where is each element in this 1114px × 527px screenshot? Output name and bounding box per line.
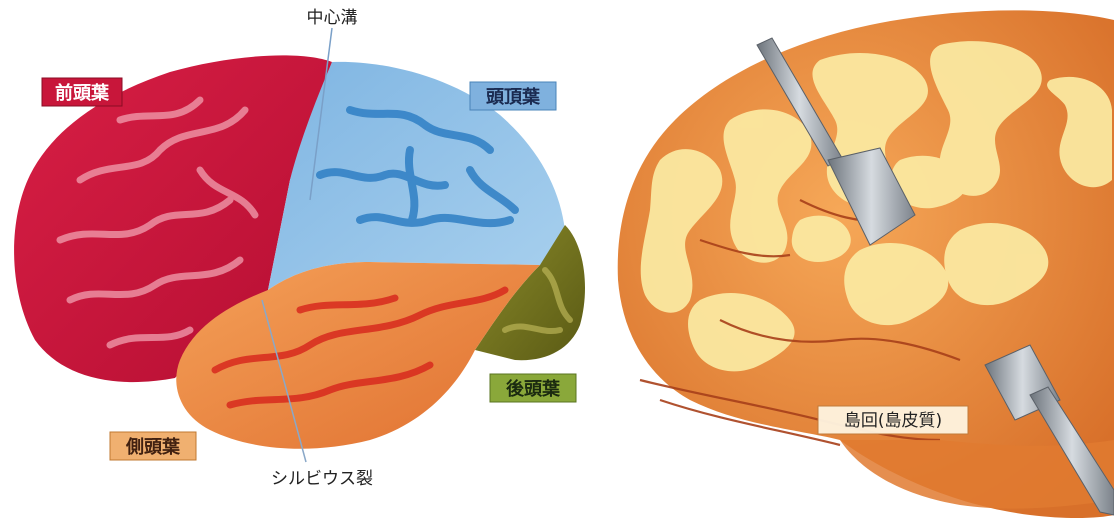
- parietal-label: 頭頂葉: [486, 87, 541, 108]
- left-brain: 中心溝 前頭葉 頭頂葉 後頭葉 側頭葉 シルビウス裂: [14, 8, 585, 489]
- temporal-label: 側頭葉: [125, 436, 181, 458]
- sylvian-fissure-label: シルビウス裂: [271, 469, 373, 489]
- occipital-label: 後頭葉: [506, 378, 561, 400]
- frontal-label: 前頭葉: [55, 82, 110, 104]
- central-sulcus-label: 中心溝: [307, 8, 358, 28]
- insula-label: 島回(島皮質): [844, 411, 942, 431]
- right-brain: 島回(島皮質): [618, 10, 1114, 518]
